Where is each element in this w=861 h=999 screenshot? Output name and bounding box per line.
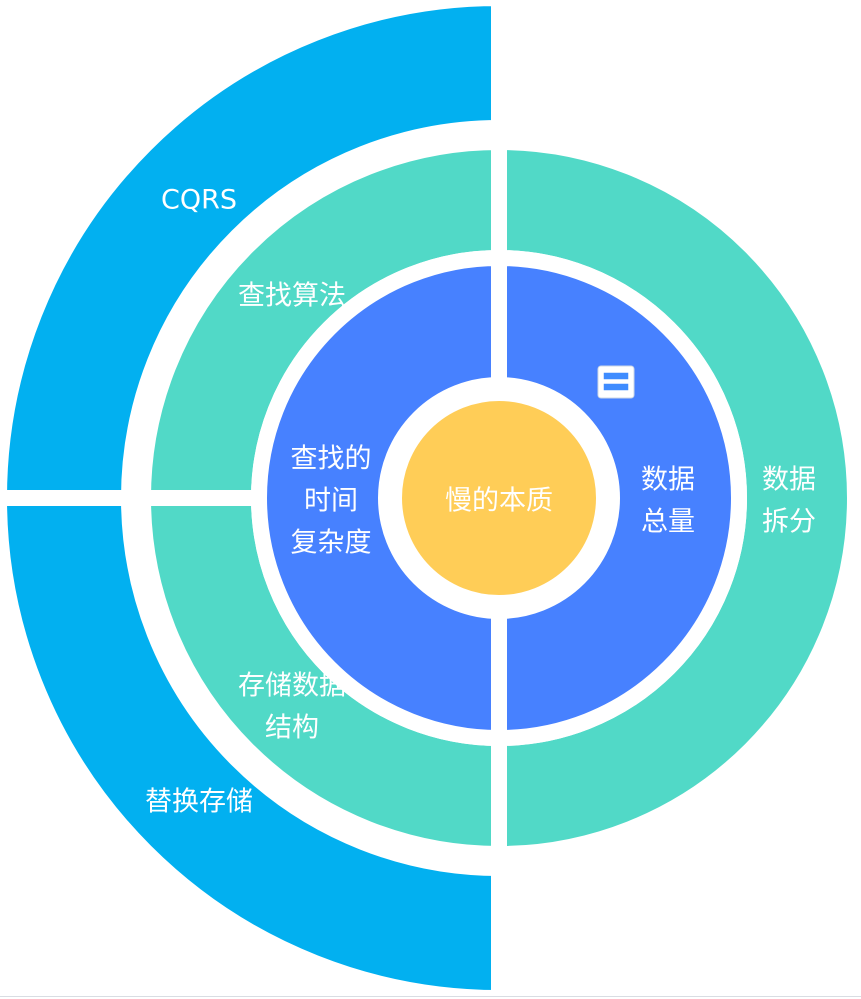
middle-label-data-split-line-2: 拆分	[762, 507, 816, 538]
outer-label-replace-storage: 替换存储	[145, 787, 253, 818]
outer-label-cqrs-line-1: CQRS	[161, 185, 237, 216]
inner-label-search-complexity-line-3: 复杂度	[291, 528, 372, 559]
inner-label-search-complexity: 查找的时间复杂度	[291, 444, 372, 559]
middle-label-storage-structure-line-1: 存储数据	[238, 671, 346, 702]
middle-label-storage-structure: 存储数据结构	[238, 671, 346, 744]
center-circle[interactable]	[386, 385, 612, 611]
page-bottom-border	[0, 996, 861, 997]
middle-label-search-algorithm: 查找算法	[238, 281, 346, 312]
outer-label-cqrs: CQRS	[161, 185, 237, 216]
middle-label-data-split-line-1: 数据	[762, 465, 816, 496]
inner-label-data-volume-line-2: 总量	[641, 507, 695, 538]
middle-label-storage-structure-line-2: 结构	[265, 713, 319, 744]
middle-label-data-split: 数据拆分	[762, 465, 816, 538]
inner-label-search-complexity-line-1: 查找的	[291, 444, 372, 475]
outer-label-replace-storage-line-1: 替换存储	[145, 787, 253, 818]
center-label: 慢的本质	[445, 486, 553, 517]
inner-label-data-volume-line-1: 数据	[641, 465, 695, 496]
inner-label-data-volume: 数据总量	[641, 465, 695, 538]
outer-segment-cqrs[interactable]	[0, 0, 507, 506]
inner-label-search-complexity-line-2: 时间	[304, 486, 358, 517]
middle-label-search-algorithm-line-1: 查找算法	[238, 281, 346, 312]
list-widget-icon[interactable]	[597, 365, 635, 399]
outer-segment-replace-storage[interactable]	[0, 490, 507, 999]
